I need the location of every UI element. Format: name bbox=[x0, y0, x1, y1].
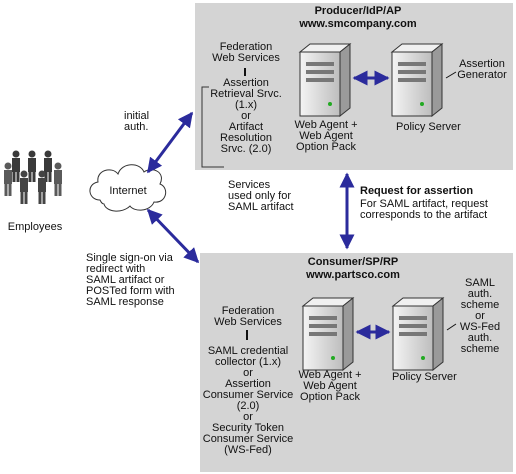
cloud-icon bbox=[89, 164, 167, 212]
server-icon bbox=[391, 296, 445, 372]
arrow-internet-consumer bbox=[146, 208, 200, 264]
request-note: For SAML artifact, request corresponds t… bbox=[360, 198, 488, 221]
server-icon bbox=[390, 42, 444, 118]
artifact-bracket bbox=[201, 86, 224, 168]
producer-domain: www.smcompany.com bbox=[299, 18, 417, 30]
consumer-panel bbox=[200, 253, 513, 472]
producer-assertion-generator: Assertion Generator bbox=[457, 58, 507, 81]
people-icon bbox=[4, 150, 62, 204]
request-title: Request for assertion bbox=[360, 185, 474, 197]
consumer-domain: www.partsco.com bbox=[306, 269, 400, 281]
producer-assertion-retrieval: Assertion Retrieval Srvc. (1.x) or Artif… bbox=[210, 77, 282, 155]
consumer-policy-server: Policy Server bbox=[392, 371, 457, 383]
producer-panel bbox=[195, 3, 513, 170]
internet-label: Internet bbox=[109, 185, 147, 197]
consumer-title: Consumer/SP/RP bbox=[307, 256, 399, 268]
consumer-federation-services: Federation Web Services bbox=[214, 305, 282, 328]
consumer-web-agent: Web Agent + Web Agent Option Pack bbox=[298, 369, 362, 403]
consumer-services-list: SAML credential collector (1.x) or Asser… bbox=[202, 345, 294, 456]
saml-artifact-note: Services used only for SAML artifact bbox=[228, 179, 294, 213]
producer-policy-server: Policy Server bbox=[396, 121, 461, 133]
arrow-policy-authscheme bbox=[446, 323, 457, 331]
producer-federation-services: Federation Web Services bbox=[212, 41, 280, 64]
initial-auth-label: initial auth. bbox=[124, 110, 150, 133]
arrow-internet-producer bbox=[146, 111, 194, 174]
sso-note: Single sign-on via redirect with SAML ar… bbox=[86, 252, 175, 308]
employees-label: Employees bbox=[7, 221, 63, 233]
producer-web-agent: Web Agent + Web Agent Option Pack bbox=[294, 119, 358, 153]
arrow-policy-generator bbox=[445, 71, 457, 79]
server-icon bbox=[301, 296, 355, 372]
consumer-auth-scheme: SAML auth. scheme or WS-Fed auth. scheme bbox=[459, 277, 501, 355]
producer-title: Producer/IdP/AP bbox=[314, 5, 402, 17]
server-icon bbox=[298, 42, 352, 118]
